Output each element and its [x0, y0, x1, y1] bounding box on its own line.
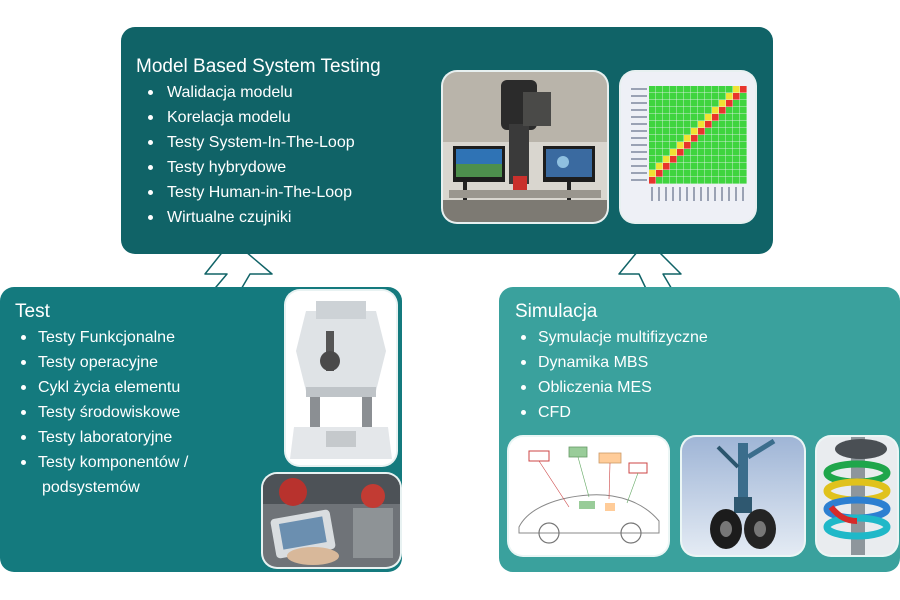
list-item: Dynamika MBS — [516, 350, 708, 375]
list-item: Testy laboratoryjne — [16, 425, 188, 450]
mbst-title: Model Based System Testing — [136, 56, 381, 77]
list-item: Testy środowiskowe — [16, 400, 188, 425]
spring-fea-render — [817, 437, 897, 555]
list-item-text: Testy komponentów / — [38, 454, 189, 471]
list-item: CFD — [516, 400, 708, 425]
test-panel: Test Testy Funkcjonalne Testy operacyjne… — [0, 287, 402, 572]
test-list: Testy Funkcjonalne Testy operacyjne Cykl… — [16, 325, 188, 500]
simulation-panel: Simulacja Symulacje multifizyczne Dynami… — [499, 287, 900, 572]
landing-gear-render — [682, 437, 804, 555]
simulation-list: Symulacje multifizyczne Dynamika MBS Obl… — [516, 325, 708, 425]
car-schematic-image — [509, 437, 668, 555]
list-item: Symulacje multifizyczne — [516, 325, 708, 350]
mbst-list: Walidacja modelu Korelacja modelu Testy … — [143, 80, 355, 230]
list-item: Walidacja modelu — [143, 80, 355, 105]
simulator-rig-photo — [443, 72, 607, 222]
list-item: Korelacja modelu — [143, 105, 355, 130]
list-item: Testy operacyjne — [16, 350, 188, 375]
list-item: Obliczenia MES — [516, 375, 708, 400]
laboratory-photo — [263, 474, 400, 567]
list-item: Testy System-In-The-Loop — [143, 130, 355, 155]
list-item: Wirtualne czujniki — [143, 205, 355, 230]
simulation-title: Simulacja — [515, 301, 598, 322]
list-item: Testy Human-in-The-Loop — [143, 180, 355, 205]
list-item: Testy komponentów / podsystemów — [16, 450, 188, 500]
correlation-matrix-chart — [621, 72, 755, 222]
test-title: Test — [15, 301, 50, 322]
mbst-panel: Model Based System Testing Walidacja mod… — [121, 27, 773, 254]
list-item: Cykl życia elementu — [16, 375, 188, 400]
list-item: Testy Funkcjonalne — [16, 325, 188, 350]
list-item: Testy hybrydowe — [143, 155, 355, 180]
test-rig-photo — [286, 291, 396, 465]
list-item-continuation: podsystemów — [42, 479, 140, 496]
